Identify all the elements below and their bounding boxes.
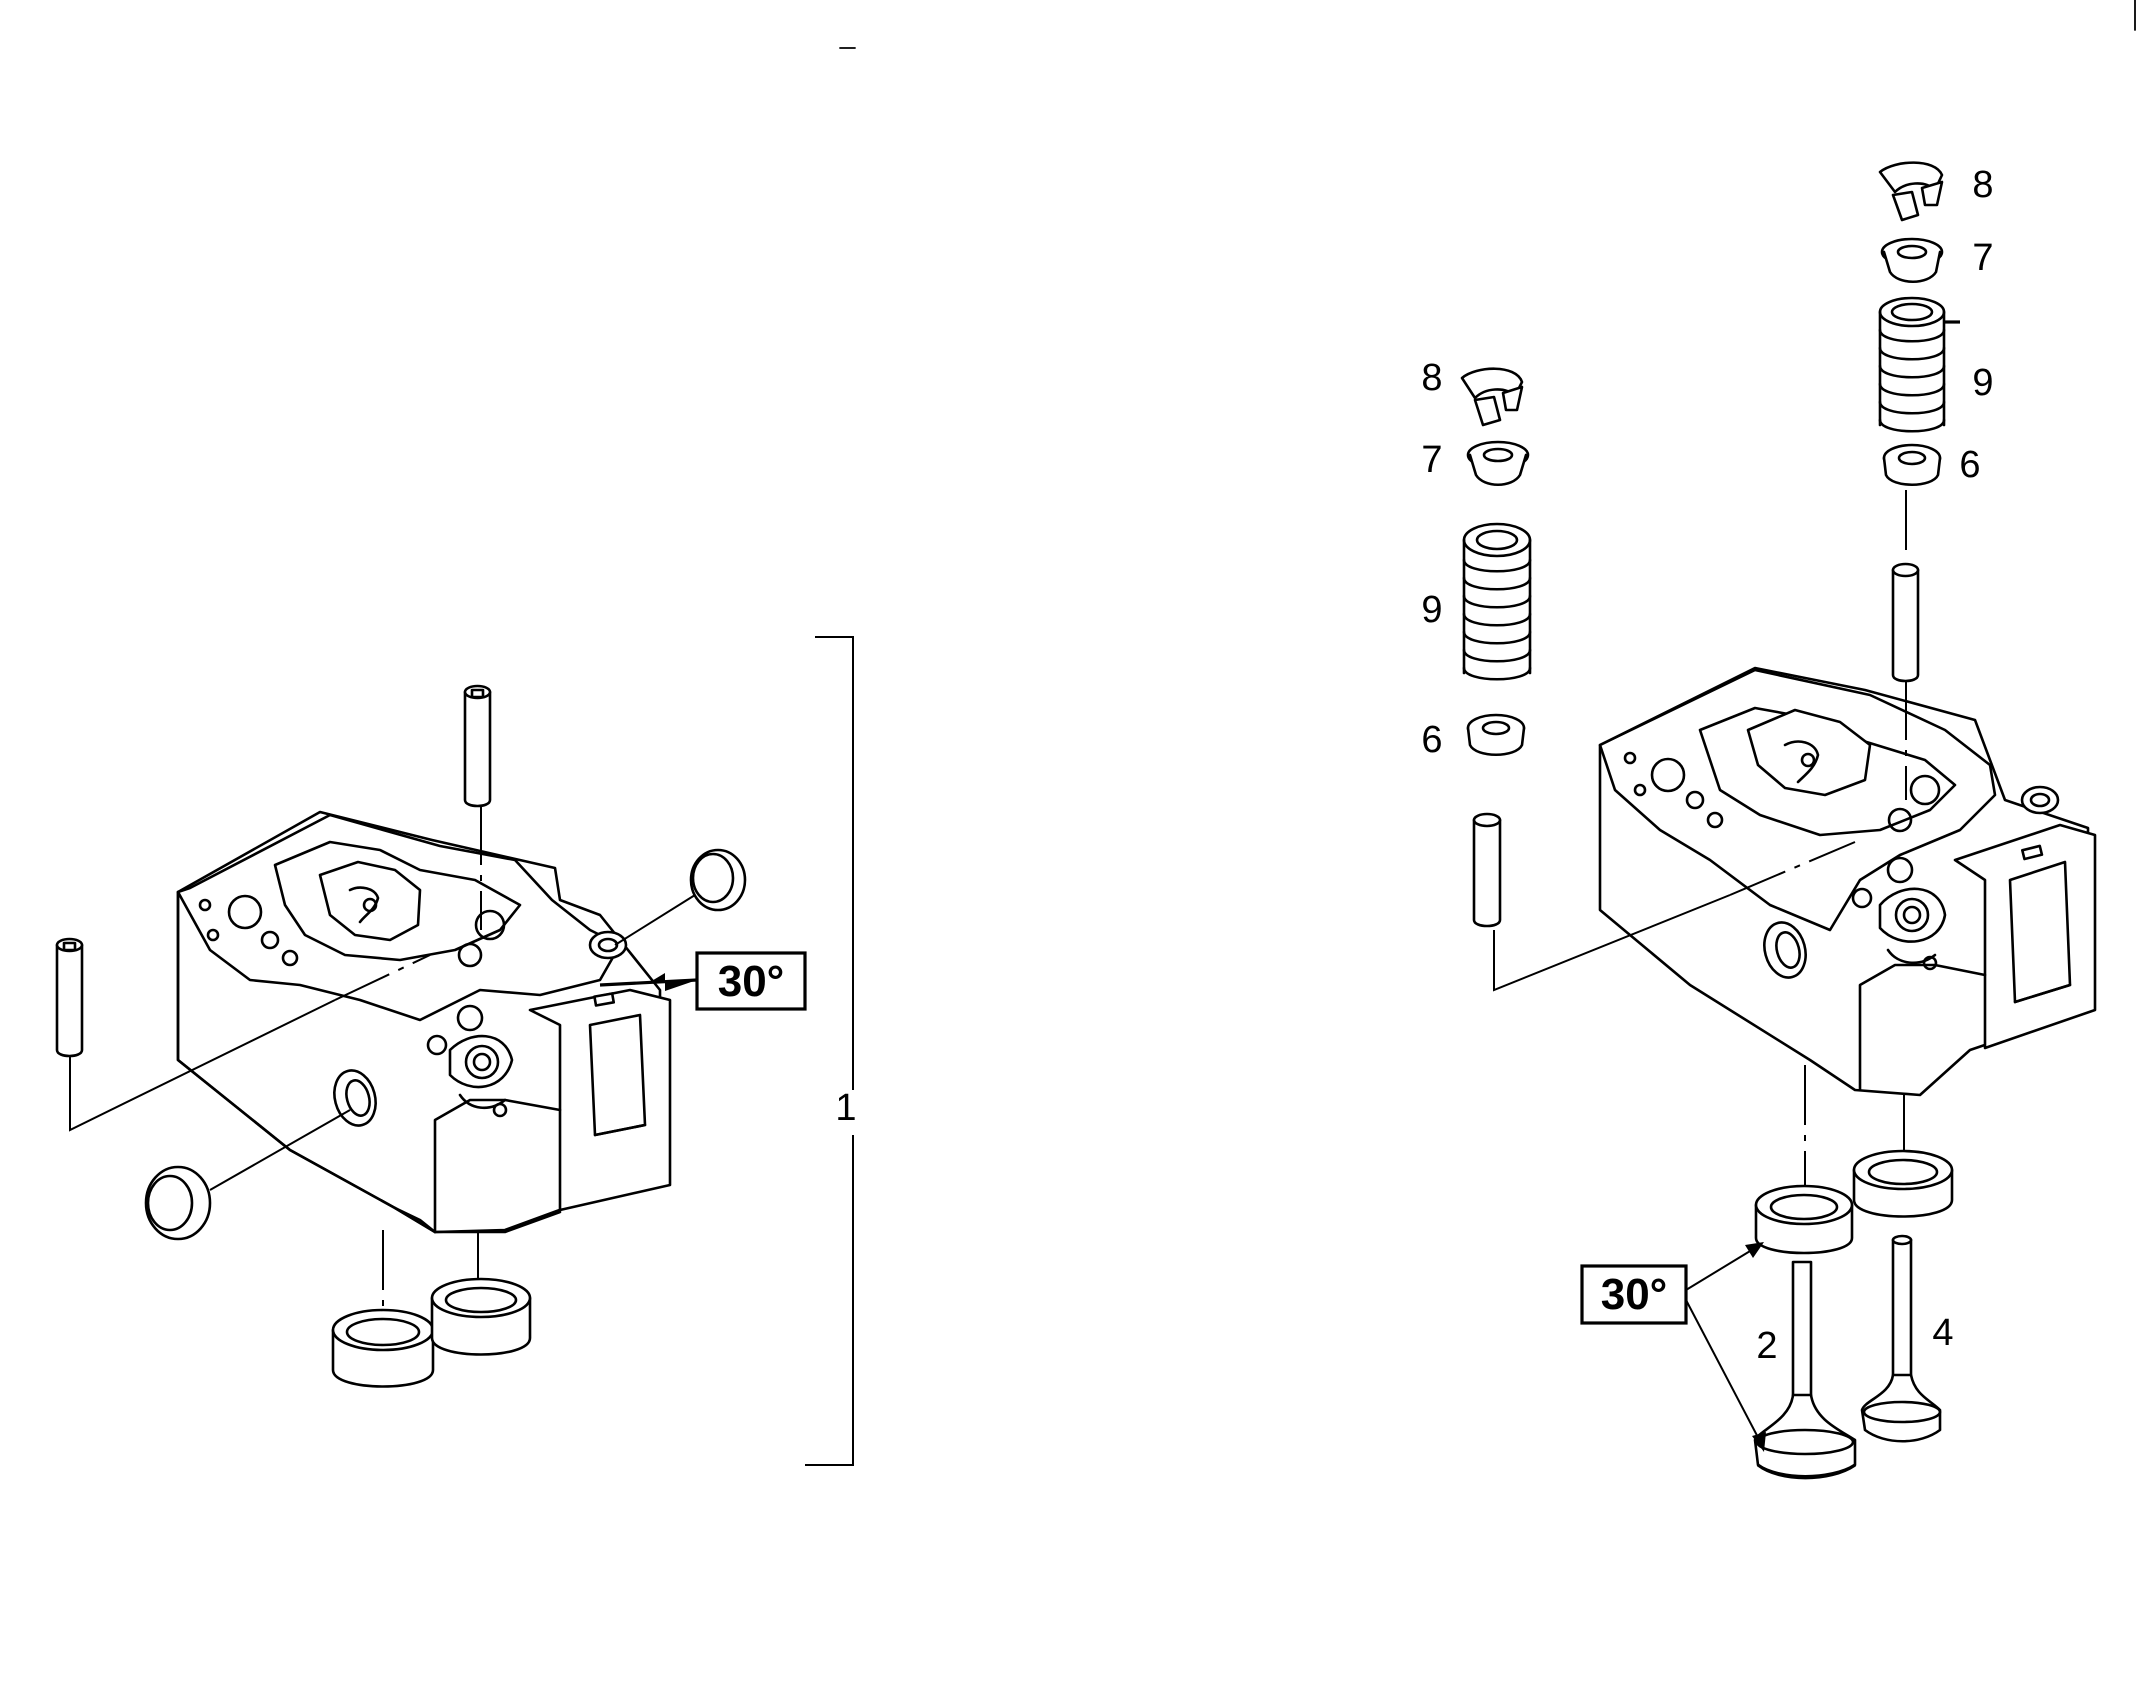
valve-angle-arrow-upper bbox=[1745, 1242, 1764, 1258]
callout-seal-left: 6 bbox=[1421, 719, 1442, 761]
callout-cap-left: 7 bbox=[1421, 439, 1442, 481]
seat-angle-box: 30° bbox=[599, 951, 807, 1011]
callout-spring-right: 9 bbox=[1972, 362, 1993, 404]
callout-assembly: 1 bbox=[835, 1087, 856, 1129]
cylinder-head-right bbox=[1598, 666, 2097, 1097]
valve-seat-left-a bbox=[331, 1230, 435, 1388]
assembly-bracket: 1 bbox=[805, 636, 857, 1466]
seat-angle-label: 30° bbox=[718, 957, 785, 1006]
spring-cap-right: 7 bbox=[1880, 237, 1994, 284]
valve-guide-top-left bbox=[463, 684, 492, 930]
spring-left: 9 bbox=[1421, 522, 1532, 681]
callout-keeper-right: 8 bbox=[1972, 164, 1993, 206]
core-plug-bottom bbox=[144, 1109, 351, 1241]
keeper-left: 8 bbox=[1421, 357, 1524, 427]
valve-seat-left-b bbox=[430, 1232, 532, 1356]
callout-keeper-left: 8 bbox=[1421, 357, 1442, 399]
stem-seal-left: 6 bbox=[1421, 713, 1526, 761]
callout-cap-right: 7 bbox=[1972, 237, 1993, 279]
callout-seal-right: 6 bbox=[1959, 444, 1980, 486]
valve-seat-right-b bbox=[1852, 1095, 1954, 1218]
valve-angle-label: 30° bbox=[1601, 1270, 1668, 1319]
callout-valve-intake: 2 bbox=[1756, 1325, 1777, 1367]
valve-guide-left bbox=[55, 937, 431, 1132]
stem-seal-right: 6 bbox=[1882, 443, 1981, 486]
core-plug-top bbox=[614, 848, 747, 946]
valve-exhaust: 4 bbox=[1860, 1234, 1954, 1443]
spring-cap-left: 7 bbox=[1421, 439, 1530, 487]
valve-guide-top-right bbox=[1891, 490, 1920, 800]
valve-seat-right-a bbox=[1754, 1065, 1854, 1255]
valve-guide-right-left bbox=[1472, 812, 1856, 992]
spring-right: 9 bbox=[1878, 296, 1994, 433]
callout-valve-exhaust: 4 bbox=[1932, 1312, 1953, 1354]
valve-angle-box: 30° bbox=[1580, 1242, 1766, 1452]
cylinder-head-left bbox=[176, 810, 672, 1234]
keeper-right: 8 bbox=[1878, 161, 1994, 222]
valve-intake: 2 bbox=[1753, 1260, 1857, 1480]
valve-angle-arrow-lower bbox=[1752, 1432, 1766, 1452]
callout-spring-left: 9 bbox=[1421, 589, 1442, 631]
